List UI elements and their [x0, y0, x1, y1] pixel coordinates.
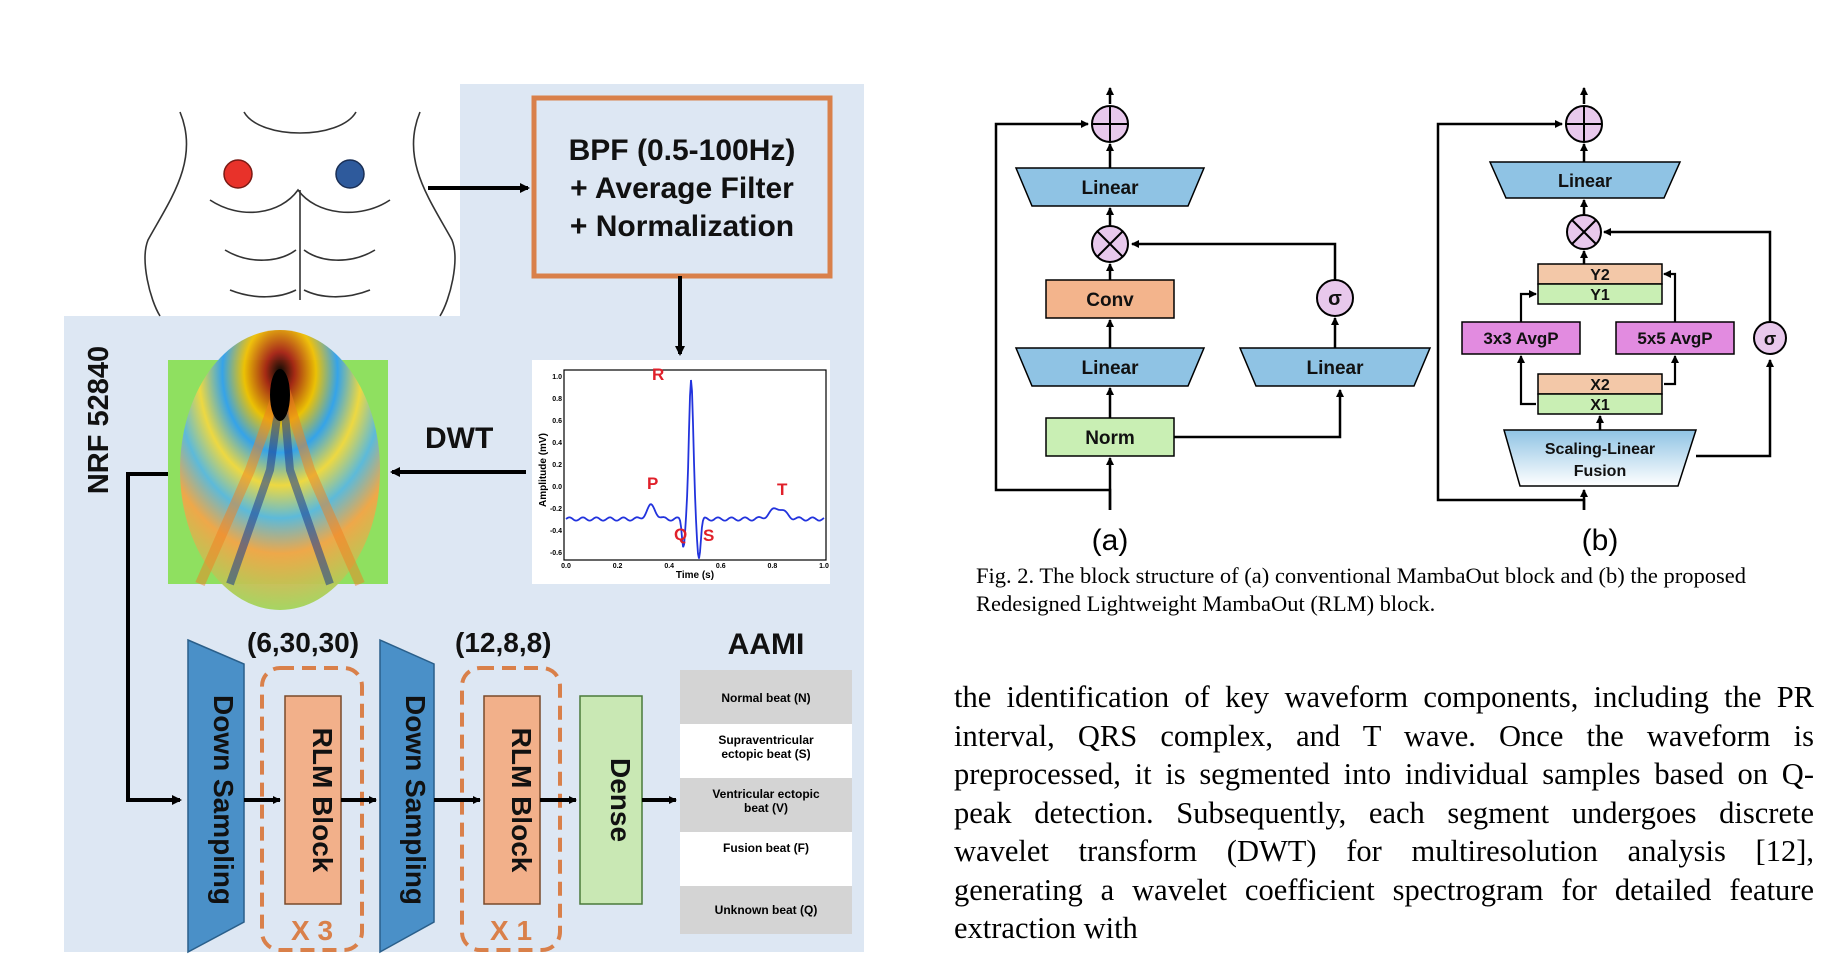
filter-line-1: BPF (0.5-100Hz)	[569, 134, 796, 167]
block-b-y2-label: Y2	[1590, 267, 1610, 284]
block-b-linear-top	[1488, 161, 1682, 199]
electrode-blue	[335, 159, 365, 189]
aami-class-f: Fusion beat (F)	[723, 841, 809, 855]
block-b-label: (b)	[1582, 524, 1619, 557]
block-b-diagram: Linear Y2 Y1 3x3 AvgP 5x5 AvgP X2 X1 Sca…	[1436, 87, 1787, 510]
block-b-avgp5-label: 5x5 AvgP	[1637, 329, 1712, 348]
pipeline-panel-bg	[64, 84, 864, 952]
block-a-linear-side-label: Linear	[1306, 358, 1364, 379]
ecg-xtick: 0.4	[664, 563, 674, 570]
block-a-norm	[1045, 417, 1175, 457]
ecg-ytick: 1.0	[552, 374, 562, 381]
block-b-x2-label: X2	[1590, 377, 1610, 394]
block-b-y1-label: Y1	[1590, 287, 1610, 304]
ecg-ytick: -0.4	[550, 528, 562, 535]
block-b-avgp5	[1615, 321, 1735, 355]
block-a-conv-label: Conv	[1086, 290, 1134, 311]
pipeline-figure: BPF (0.5-100Hz) + Average Filter + Norma…	[64, 84, 864, 954]
ecg-xtick: 0.6	[716, 563, 726, 570]
body-paragraph: the identification of key waveform compo…	[954, 680, 1814, 945]
aami-class-n: Normal beat (N)	[721, 691, 810, 705]
down-sampling-label-2: Down Sampling	[400, 695, 431, 905]
peak-t: T	[777, 480, 788, 499]
repeat-label-1: X 3	[291, 915, 333, 946]
block-b-fusion-line-1: Scaling-Linear	[1545, 441, 1655, 458]
block-a-linear-top-label: Linear	[1081, 178, 1139, 199]
block-b-fusion	[1503, 429, 1698, 487]
block-a-label: (a)	[1092, 524, 1129, 557]
dense-block	[579, 695, 643, 905]
torso-sketch-icon	[144, 111, 456, 317]
block-a-linear-mid	[1014, 347, 1206, 387]
peak-s: S	[703, 526, 714, 545]
shape-label-1: (6,30,30)	[247, 627, 359, 658]
rlm-group-1	[260, 666, 364, 952]
rlm-block-1	[284, 695, 342, 905]
down-sampling-label-1: Down Sampling	[208, 695, 239, 905]
electrode-red	[223, 159, 253, 189]
aami-title: AAMI	[728, 628, 805, 661]
block-a-sigma: σ	[1328, 288, 1342, 310]
ecg-ytick: -0.2	[550, 506, 562, 513]
repeat-label-2: X 1	[490, 915, 532, 946]
block-a-norm-label: Norm	[1085, 428, 1135, 449]
ecg-plot: Amplitude (mV) Time (s) 1.0 0.8 0.6 0.4 0.2 0…	[532, 360, 830, 584]
block-b-x1	[1537, 393, 1663, 415]
shape-label-2: (12,8,8)	[455, 627, 552, 658]
ecg-ytick: 0.0	[552, 484, 562, 491]
aami-class-q: Unknown beat (Q)	[715, 903, 818, 917]
device-label: NRF 52840	[83, 346, 115, 494]
down-sampling-block-1	[187, 638, 245, 954]
ecg-ytick: 0.4	[552, 440, 562, 447]
spectrogram-image	[168, 330, 388, 610]
filter-line-2: + Average Filter	[570, 172, 794, 205]
ecg-xlabel: Time (s)	[676, 570, 714, 581]
block-b-avgp3	[1461, 321, 1581, 355]
ecg-ylabel: Amplitude (mV)	[538, 433, 549, 507]
rlm-label-1: RLM Block	[307, 728, 338, 873]
ecg-trace	[565, 379, 825, 559]
peak-p: P	[647, 474, 658, 493]
ecg-ytick: 0.2	[552, 462, 562, 469]
block-b-avgp3-label: 3x3 AvgP	[1483, 329, 1558, 348]
block-b-linear-top-label: Linear	[1558, 171, 1612, 191]
ecg-ytick: -0.6	[550, 550, 562, 557]
ecg-xtick: 1.0	[819, 563, 829, 570]
block-a-linear-top	[1014, 167, 1206, 207]
ecg-xtick: 0.0	[561, 563, 571, 570]
ecg-xtick: 0.2	[613, 563, 623, 570]
rlm-label-2: RLM Block	[506, 728, 537, 873]
ecg-ytick: 0.8	[552, 396, 562, 403]
filter-line-3: + Normalization	[570, 210, 794, 243]
ecg-ytick: 0.6	[552, 418, 562, 425]
block-a-linear-mid-label: Linear	[1081, 358, 1139, 379]
block-a-linear-side	[1238, 347, 1432, 387]
peak-r: R	[652, 365, 664, 384]
ecg-xtick: 0.8	[768, 563, 778, 570]
block-b-fusion-line-2: Fusion	[1574, 463, 1626, 480]
block-b-sigma: σ	[1764, 329, 1776, 349]
peak-q: Q	[674, 525, 687, 544]
figure-caption: Fig. 2. The block structure of (a) conve…	[976, 563, 1747, 616]
block-b-y1	[1537, 283, 1663, 305]
dwt-label: DWT	[425, 422, 493, 455]
block-a-diagram: Linear Conv Linear Norm Linear σ	[994, 87, 1432, 510]
down-sampling-block-2	[379, 638, 435, 954]
rlm-group-2	[460, 666, 562, 952]
dense-label: Dense	[605, 758, 636, 842]
block-b-x1-label: X1	[1590, 397, 1610, 414]
